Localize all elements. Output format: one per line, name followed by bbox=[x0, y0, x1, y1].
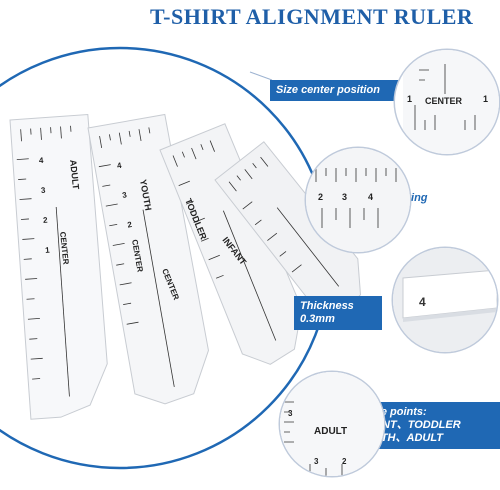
callout-thickness: Thickness 0.3mm bbox=[294, 296, 382, 330]
svg-text:3: 3 bbox=[41, 186, 47, 195]
callout-size-center: Size center position bbox=[270, 80, 407, 101]
svg-text:4: 4 bbox=[116, 161, 122, 171]
detail-adult-n3b: 3 bbox=[314, 457, 319, 466]
detail-print-n2: 2 bbox=[318, 192, 323, 202]
detail-thickness-n4: 4 bbox=[419, 295, 426, 309]
callout-size-center-text: Size center position bbox=[276, 84, 380, 96]
ruler-adult-center: CENTER bbox=[58, 231, 70, 265]
detail-circle-printing: 2 3 4 bbox=[306, 148, 410, 252]
detail-center-label: CENTER bbox=[425, 96, 463, 106]
page-title: T-Shirt Alignment Ruler bbox=[150, 4, 473, 30]
ruler-adult: 4 3 2 1 bbox=[9, 114, 108, 420]
svg-text:1: 1 bbox=[45, 246, 51, 255]
svg-text:3: 3 bbox=[121, 190, 127, 200]
detail-adult-label: ADULT bbox=[314, 426, 347, 437]
detail-adult-n2: 2 bbox=[342, 457, 347, 466]
detail-center-n1b: 1 bbox=[483, 94, 488, 104]
detail-print-n4: 4 bbox=[368, 192, 373, 202]
ruler-toddler bbox=[159, 123, 303, 365]
callout-thickness-text: Thickness 0.3mm bbox=[300, 300, 354, 325]
ruler-youth: 4 3 2 bbox=[87, 113, 209, 405]
detail-circle-center: 1 1 CENTER bbox=[395, 50, 499, 154]
detail-circle-thickness: 4 bbox=[393, 248, 497, 352]
detail-center-n1a: 1 bbox=[407, 94, 412, 104]
ruler-adult-label: ADULT bbox=[68, 159, 81, 190]
detail-adult-n3: 3 bbox=[288, 409, 293, 418]
detail-print-n3: 3 bbox=[342, 192, 347, 202]
detail-circle-adult: 3 ADULT 3 2 bbox=[280, 372, 384, 476]
svg-text:2: 2 bbox=[43, 216, 49, 225]
connector-line bbox=[249, 71, 273, 81]
svg-text:2: 2 bbox=[127, 220, 133, 230]
svg-text:4: 4 bbox=[39, 156, 45, 165]
page-title-text: T-Shirt Alignment Ruler bbox=[150, 4, 474, 29]
